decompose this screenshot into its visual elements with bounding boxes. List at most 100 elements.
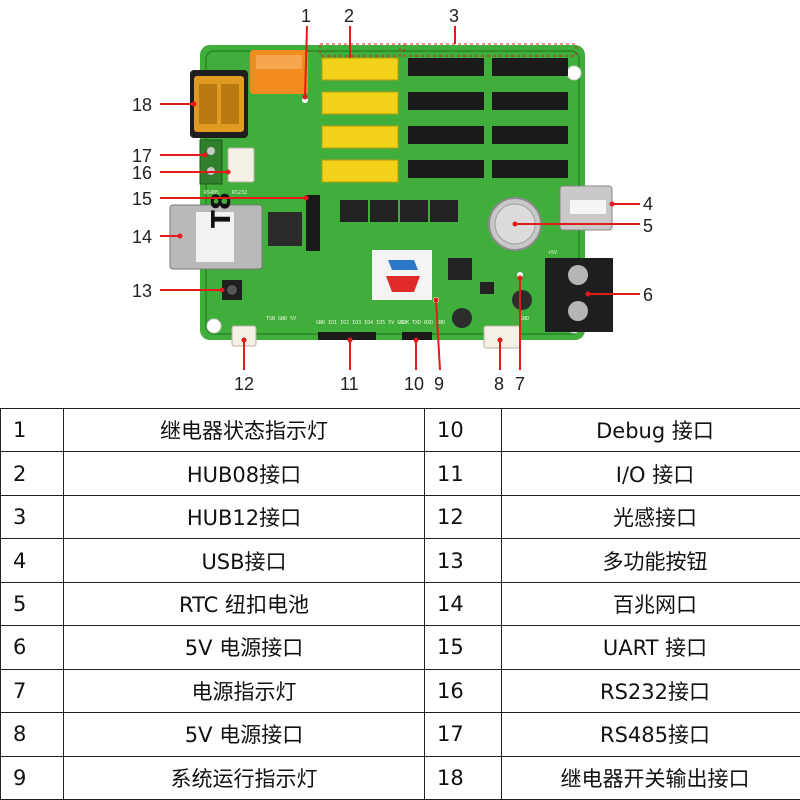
ic bbox=[480, 282, 494, 294]
leader-1 bbox=[304, 25, 308, 98]
main-processor bbox=[268, 212, 302, 246]
right-number-cell: 12 bbox=[424, 494, 502, 540]
leader-dots bbox=[177, 94, 615, 343]
right-number-cell: 14 bbox=[424, 581, 502, 627]
plus5v-silk: +5V bbox=[548, 250, 557, 256]
right-label-cell: UART 接口 bbox=[501, 625, 800, 670]
right-number-cell: 10 bbox=[424, 407, 502, 453]
left-label-cell: 电源指示灯 bbox=[63, 668, 425, 714]
uart-header bbox=[306, 195, 320, 251]
screw bbox=[568, 265, 588, 285]
callout-17: 17 bbox=[132, 146, 152, 166]
left-number-cell: 5 bbox=[0, 581, 64, 627]
callout-7: 7 bbox=[515, 374, 525, 394]
ic bbox=[448, 258, 472, 280]
right-number-cell: 16 bbox=[424, 668, 502, 714]
mount-hole bbox=[206, 318, 222, 334]
callout-4: 4 bbox=[643, 194, 653, 214]
screw bbox=[568, 301, 588, 321]
debug-header-silk: CLK TXD RXD GND bbox=[400, 320, 445, 326]
callout-9: 9 bbox=[434, 374, 444, 394]
leader-9 bbox=[435, 299, 441, 371]
rs232-silk: RS232 bbox=[232, 190, 247, 196]
hub12-connectors bbox=[408, 58, 568, 178]
left-number-cell: 9 bbox=[0, 755, 64, 800]
left-number-cell: 3 bbox=[0, 494, 64, 540]
brand-logo bbox=[388, 260, 418, 270]
terminal-window bbox=[221, 84, 239, 124]
light-header-silk: TSN GND 5V bbox=[266, 316, 296, 322]
rs485-silk: RS485 bbox=[204, 190, 219, 196]
relay-top-face bbox=[256, 55, 302, 69]
right-label-cell: Debug 接口 bbox=[501, 407, 800, 453]
io-header-silk: GND IO1 IO2 IO3 IO4 IO5 5V GND bbox=[316, 320, 406, 326]
capacitor bbox=[512, 290, 532, 310]
mount-hole bbox=[566, 65, 582, 81]
left-label-cell: HUB12接口 bbox=[63, 494, 425, 540]
usb-tongue bbox=[570, 200, 606, 214]
io-header bbox=[318, 332, 376, 340]
callout-8: 8 bbox=[494, 374, 504, 394]
callout-5: 5 bbox=[643, 216, 653, 236]
brand-logo-plate bbox=[372, 250, 432, 300]
right-label-cell: RS485接口 bbox=[501, 712, 800, 757]
left-number-cell: 2 bbox=[0, 451, 64, 496]
leader-lines bbox=[160, 25, 640, 371]
screw bbox=[207, 147, 215, 155]
callout-13: 13 bbox=[132, 281, 152, 301]
controller-board-diagram: RS485 RS232 T8 bbox=[132, 6, 653, 394]
right-number-cell: 18 bbox=[424, 755, 502, 800]
left-label-cell: USB接口 bbox=[63, 538, 425, 583]
left-label-cell: 继电器状态指示灯 bbox=[63, 407, 425, 453]
right-number-cell: 11 bbox=[424, 451, 502, 496]
terminal-window bbox=[199, 84, 217, 124]
callout-12: 12 bbox=[234, 374, 254, 394]
left-label-cell: HUB08接口 bbox=[63, 451, 425, 496]
pcb-board bbox=[200, 45, 585, 340]
power-jst-connector bbox=[483, 325, 521, 349]
right-number-cell: 13 bbox=[424, 538, 502, 583]
left-label-cell: 5V 电源接口 bbox=[63, 625, 425, 670]
rs232-connector bbox=[227, 147, 255, 183]
callout-15: 15 bbox=[132, 189, 152, 209]
hub08-group-box bbox=[319, 43, 401, 57]
right-label-cell: 继电器开关输出接口 bbox=[501, 755, 800, 800]
left-number-cell: 8 bbox=[0, 712, 64, 757]
callout-11: 11 bbox=[340, 374, 359, 394]
callout-16: 16 bbox=[132, 163, 152, 183]
callout-6: 6 bbox=[643, 285, 653, 305]
right-number-cell: 17 bbox=[424, 712, 502, 757]
left-number-cell: 4 bbox=[0, 538, 64, 583]
left-number-cell: 6 bbox=[0, 625, 64, 670]
left-number-cell: 1 bbox=[0, 407, 64, 453]
callout-1: 1 bbox=[301, 6, 311, 26]
capacitor bbox=[452, 308, 472, 328]
left-label-cell: 系统运行指示灯 bbox=[63, 755, 425, 800]
right-label-cell: RS232接口 bbox=[501, 668, 800, 714]
left-label-cell: RTC 纽扣电池 bbox=[63, 581, 425, 627]
callout-10: 10 bbox=[404, 374, 424, 394]
left-number-cell: 7 bbox=[0, 668, 64, 714]
hub08-connectors bbox=[321, 57, 399, 183]
right-label-cell: I/O 接口 bbox=[501, 451, 800, 496]
right-label-cell: 百兆网口 bbox=[501, 581, 800, 627]
rs485-terminal bbox=[199, 139, 223, 185]
callout-3: 3 bbox=[449, 6, 459, 26]
brand-logo bbox=[386, 276, 420, 292]
driver-ics bbox=[340, 200, 458, 222]
gnd-silk: GND bbox=[520, 316, 529, 322]
left-label-cell: 5V 电源接口 bbox=[63, 712, 425, 757]
right-label-cell: 光感接口 bbox=[501, 494, 800, 540]
callout-2: 2 bbox=[344, 6, 354, 26]
button-cap bbox=[227, 285, 237, 295]
